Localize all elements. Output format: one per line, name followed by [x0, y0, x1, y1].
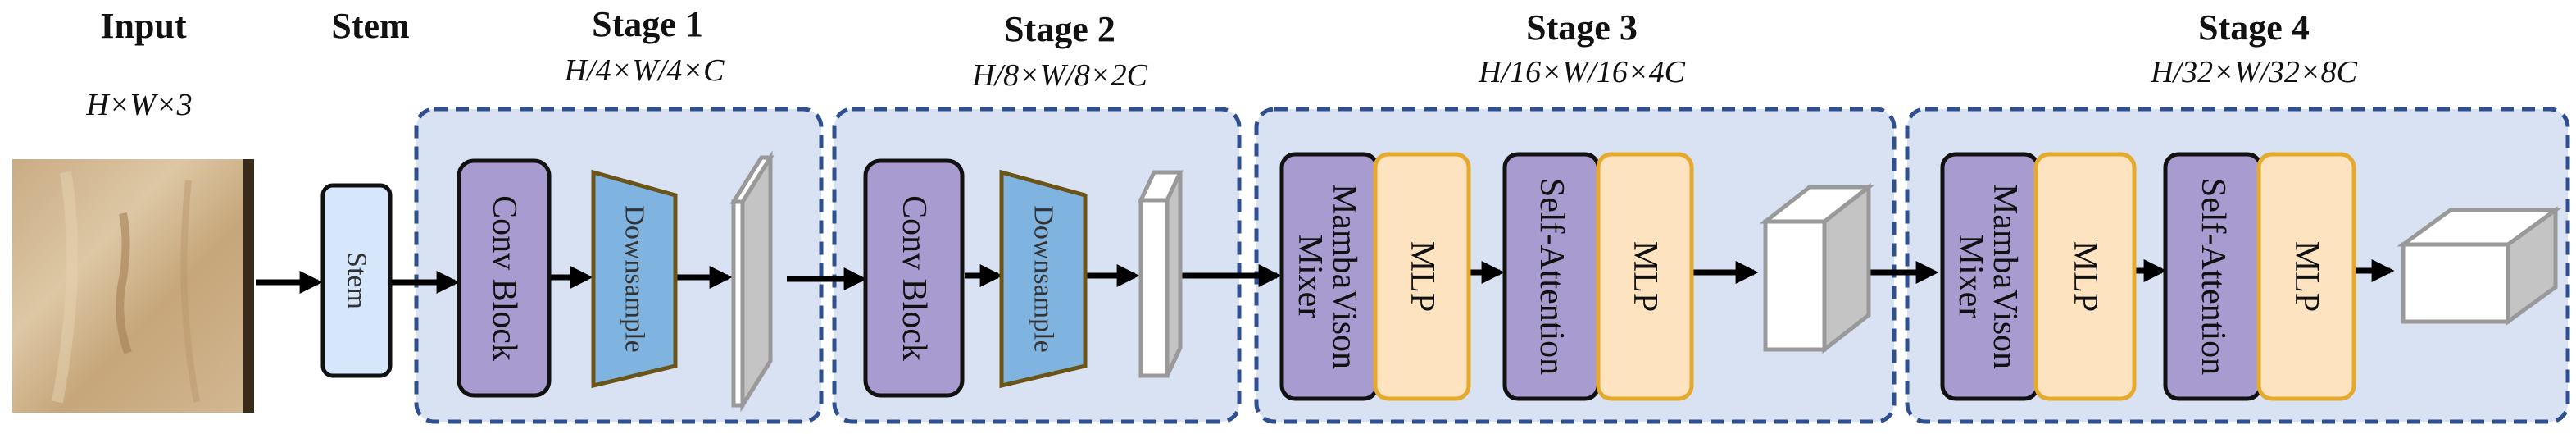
- dim-stage-2: H/8×W/8×2C: [971, 58, 1147, 93]
- stage-3-mlp-1-label: MLP: [1403, 241, 1441, 312]
- stage-2-downsample: Downsample: [999, 169, 1088, 389]
- stage-3-self-attention: Self-Attention: [1502, 152, 1601, 401]
- dim-stage-3: H/16×W/16×4C: [1478, 55, 1685, 89]
- stage-4-self-attention: Self-Attention: [2163, 152, 2263, 401]
- stage-4-mlp-2-label: MLP: [2288, 241, 2325, 312]
- stage-1-downsample-label: Downsample: [620, 205, 650, 352]
- stage-3-mlp-2-label: MLP: [1626, 241, 1664, 312]
- stem-block-label: Stem: [342, 252, 372, 309]
- stage-1-output-cube: [729, 150, 775, 413]
- dim-input: H×W×3: [85, 88, 192, 122]
- stage-1-conv-label: Conv Block: [485, 195, 523, 361]
- stage-4-self-attention-label: Self-Attention: [2194, 178, 2232, 375]
- header-stage-1: Stage 1: [592, 4, 703, 44]
- stage-3-self-attention-label: Self-Attention: [1533, 178, 1570, 375]
- stage-4-mixer-label-line1: MambaVison: [1986, 184, 2024, 369]
- stage-1-downsample: Downsample: [591, 169, 678, 389]
- stage-2-conv-label: Conv Block: [895, 195, 933, 361]
- header-stage-2: Stage 2: [1004, 9, 1115, 49]
- stage-2-conv-block: Conv Block: [863, 158, 965, 398]
- header-stem: Stem: [331, 6, 409, 46]
- stage-3-output-cube: [1759, 182, 1875, 354]
- stem-block: Stem: [320, 183, 393, 378]
- header-input: Input: [100, 6, 187, 46]
- stage-3-mambavision-mixer: MambaVison Mixer: [1279, 152, 1379, 401]
- stage-4-mixer-label-line2: Mixer: [1951, 235, 1989, 319]
- stage-4-mambavision-mixer: MambaVison Mixer: [1940, 152, 2040, 401]
- header-stage-3: Stage 3: [1526, 7, 1638, 48]
- stage-2-output-cube: [1138, 170, 1184, 378]
- header-stage-4: Stage 4: [2198, 7, 2310, 48]
- stage-3-mixer-label-line1: MambaVison: [1325, 184, 1363, 369]
- dim-stage-4: H/32×W/32×8C: [2150, 55, 2357, 89]
- stage-4-output-cube: [2397, 206, 2562, 326]
- stage-3-mlp-1: MLP: [1373, 152, 1471, 401]
- stage-4-mlp-2: MLP: [2256, 152, 2356, 401]
- stage-2-downsample-label: Downsample: [1029, 205, 1059, 352]
- input-image: [12, 159, 254, 413]
- stage-4-mlp-1: MLP: [2033, 152, 2137, 401]
- stage-4-mlp-1-label: MLP: [2066, 241, 2104, 312]
- dim-stage-1: H/4×W/4×C: [564, 53, 725, 88]
- stage-1-conv-block: Conv Block: [457, 158, 552, 398]
- stage-3-mlp-2: MLP: [1596, 152, 1694, 401]
- stage-3-mixer-label-line2: Mixer: [1291, 235, 1329, 319]
